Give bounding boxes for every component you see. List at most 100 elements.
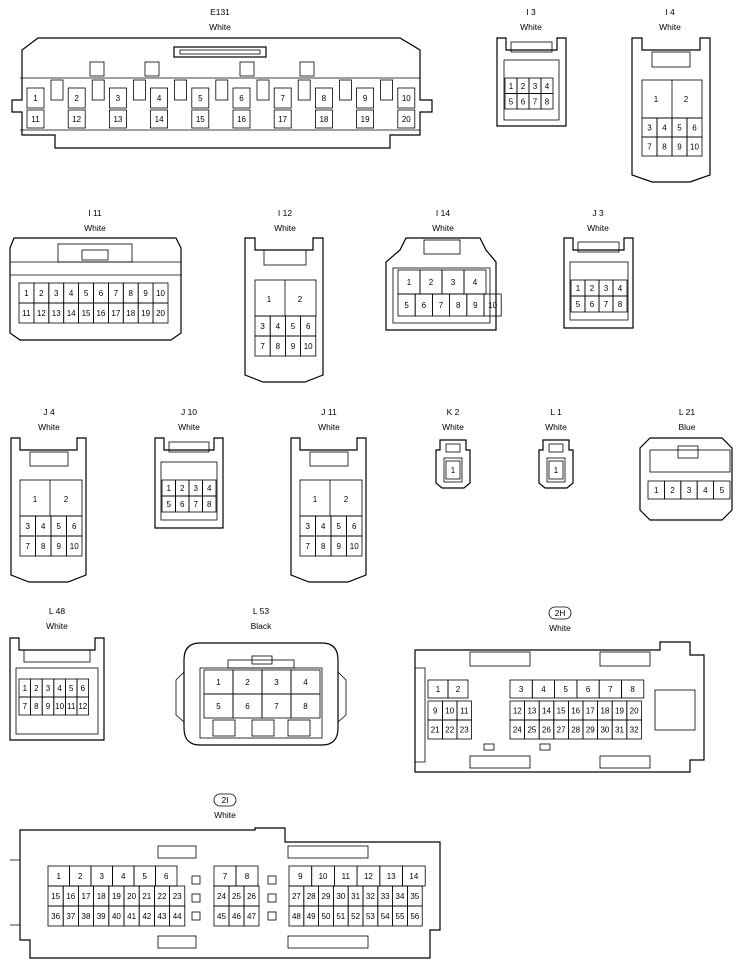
housing-outline <box>89 61 105 77</box>
pin-number: 20 <box>156 309 165 318</box>
pin-number: 2 <box>74 94 79 103</box>
pin-number: 22 <box>158 892 167 901</box>
housing-outline <box>157 935 197 949</box>
pin-number: 2 <box>670 486 675 495</box>
housing-outline <box>251 655 273 665</box>
housing-outline <box>263 249 307 266</box>
pin-number: 35 <box>410 892 419 901</box>
pin-number: 9 <box>143 289 148 298</box>
connector-color: White <box>209 22 231 32</box>
pin-number: 8 <box>245 872 250 881</box>
pin-number: 1 <box>654 486 659 495</box>
pin-number: 7 <box>194 500 199 509</box>
housing-outline <box>599 755 651 769</box>
pin-number: 25 <box>232 892 241 901</box>
pin-number: 3 <box>306 522 311 531</box>
pin-cell <box>445 460 461 480</box>
pin-number: 29 <box>322 892 331 901</box>
pin-number: 5 <box>143 872 148 881</box>
pin-number: 5 <box>576 300 581 309</box>
housing-outline <box>651 51 691 68</box>
housing-outline <box>191 911 201 921</box>
pin-number: 4 <box>541 685 546 694</box>
housing-outline <box>91 79 105 101</box>
pin-number: 5 <box>404 301 409 310</box>
connector-color: White <box>38 422 60 432</box>
pin-number: 14 <box>542 707 551 716</box>
connector-color: White <box>214 810 236 820</box>
pin-number: 12 <box>37 309 46 318</box>
pin-number: 1 <box>313 495 318 504</box>
pin-cell <box>612 295 628 313</box>
pin-number: 1 <box>23 684 28 693</box>
housing-outline <box>144 61 160 77</box>
pin-number: 47 <box>247 912 256 921</box>
pin-number: 8 <box>322 94 327 103</box>
pin-number: 6 <box>72 522 77 531</box>
housing-outline <box>254 279 317 317</box>
pin-cell <box>150 87 169 109</box>
housing-outline <box>179 49 261 55</box>
pin-number: 4 <box>121 872 126 881</box>
pin-number: 12 <box>78 702 87 711</box>
pin-number: 5 <box>69 684 74 693</box>
pin-number: 19 <box>112 892 121 901</box>
housing-outline <box>631 37 711 183</box>
housing-outline <box>539 743 551 751</box>
housing-outline <box>174 79 188 101</box>
pin-number: 20 <box>127 892 136 901</box>
housing-outline <box>503 59 560 121</box>
pin-number: 3 <box>451 278 456 287</box>
pin-cell <box>314 87 333 109</box>
pin-number: 2 <box>456 685 461 694</box>
pin-number: 4 <box>57 684 62 693</box>
housing-outline <box>173 46 267 58</box>
housing-outline <box>10 859 21 926</box>
housing-outline <box>563 237 634 329</box>
housing-outline <box>599 651 651 667</box>
pin-number: 42 <box>142 912 151 921</box>
pin-number: 7 <box>223 872 228 881</box>
pin-number: 10 <box>70 542 79 551</box>
connector-color: Blue <box>678 422 695 432</box>
pin-number: 15 <box>82 309 91 318</box>
pin-number: 24 <box>513 726 522 735</box>
pin-number: 20 <box>402 115 411 124</box>
connector-id: L 21 <box>679 407 696 417</box>
housing-outline <box>654 689 696 731</box>
housing-outline <box>577 241 620 253</box>
pin-number: 8 <box>321 542 326 551</box>
pin-number: 41 <box>127 912 136 921</box>
pin-number: 44 <box>173 912 182 921</box>
pin-number: 10 <box>445 707 454 716</box>
pin-number: 2 <box>684 95 689 104</box>
pin-number: 31 <box>351 892 360 901</box>
pin-number: 11 <box>31 115 40 124</box>
pin-number: 28 <box>571 726 580 735</box>
pin-number: 2 <box>521 82 526 91</box>
housing-outline <box>9 637 105 741</box>
pin-cell <box>713 480 731 500</box>
pin-number: 5 <box>57 522 62 531</box>
housing-outline <box>19 827 441 959</box>
connector-id: I 3 <box>526 7 536 17</box>
pin-number: 21 <box>431 726 440 735</box>
pin-cell <box>191 87 210 109</box>
pin-number: 2 <box>34 684 39 693</box>
pin-number: 32 <box>366 892 375 901</box>
housing-outline <box>546 457 566 483</box>
pin-number: 25 <box>527 726 536 735</box>
pin-number: 1 <box>24 289 29 298</box>
connector-id: J 3 <box>592 208 604 218</box>
pin-number: 17 <box>82 892 91 901</box>
pin-cell <box>67 87 86 109</box>
pin-cell <box>356 109 375 129</box>
pin-number: 3 <box>100 872 105 881</box>
pin-number: 38 <box>82 912 91 921</box>
